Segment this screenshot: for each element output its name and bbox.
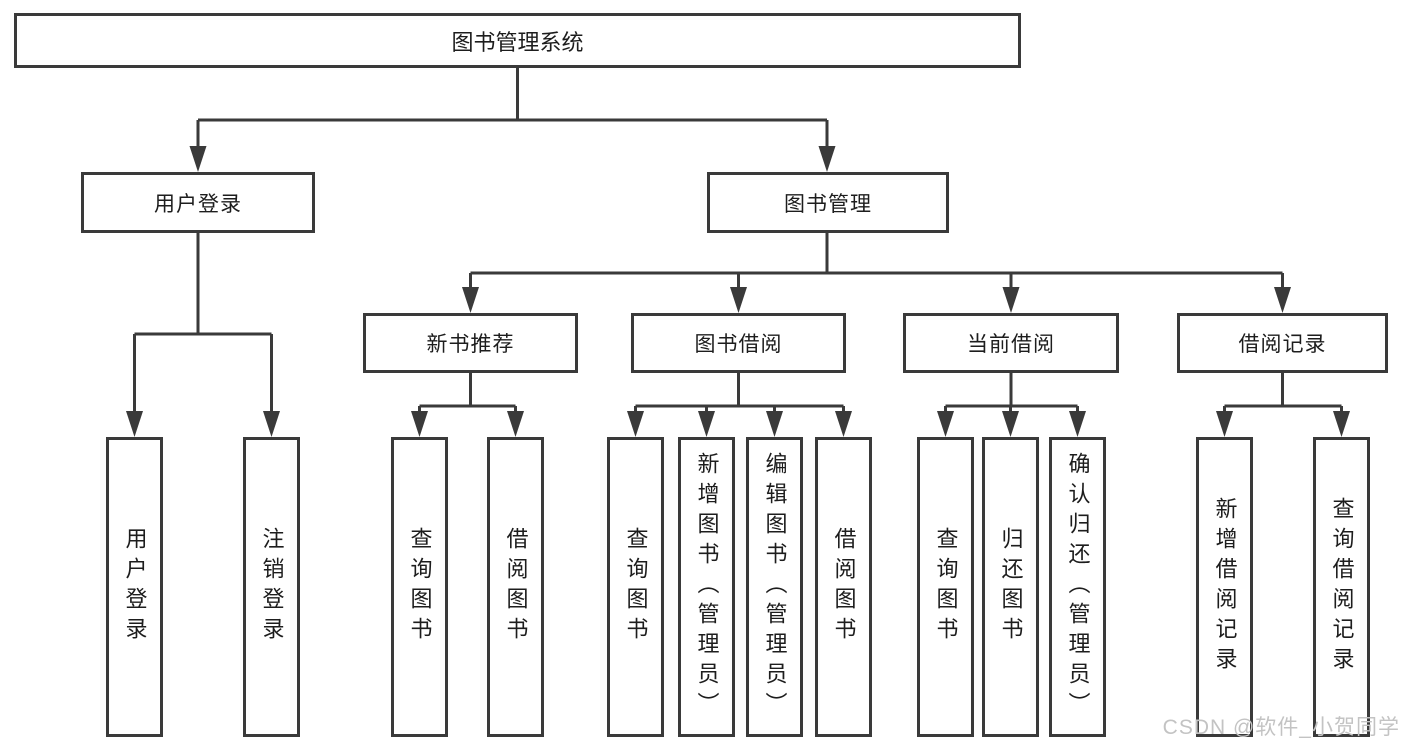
- leaf-borrow-books-recommend: 借阅图书: [487, 437, 544, 737]
- leaf-search-books-current: 查询图书: [917, 437, 974, 737]
- node-label: 借阅图书: [503, 527, 529, 647]
- leaf-borrow-books-borrowing: 借阅图书: [815, 437, 872, 737]
- node-label: 确认归还（管理员）: [1065, 452, 1091, 722]
- arrow-down-icon: [1069, 411, 1086, 437]
- leaf-user-login: 用户登录: [106, 437, 163, 737]
- node-label: 借阅图书: [831, 527, 857, 647]
- arrow-down-icon: [937, 411, 954, 437]
- node-label: 用户登录: [154, 192, 242, 216]
- arrow-down-icon: [411, 411, 428, 437]
- node-library-management-system: 图书管理系统: [14, 13, 1021, 68]
- node-label: 图书借阅: [694, 333, 783, 356]
- node-label: 图书管理系统: [451, 29, 584, 55]
- node-new-book-recommend: 新书推荐: [363, 313, 578, 373]
- arrow-down-icon: [818, 146, 836, 172]
- arrow-down-icon: [627, 411, 644, 437]
- arrow-down-icon: [730, 287, 747, 313]
- arrow-down-icon: [1002, 411, 1019, 437]
- leaf-confirm-return-admin: 确认归还（管理员）: [1049, 437, 1106, 737]
- node-label: 查询图书: [623, 527, 649, 647]
- leaf-search-books-borrowing: 查询图书: [607, 437, 664, 737]
- node-borrowing-records: 借阅记录: [1177, 313, 1388, 373]
- node-label: 注销登录: [259, 527, 285, 647]
- node-label: 新增图书（管理员）: [694, 452, 720, 722]
- leaf-search-books-recommend: 查询图书: [391, 437, 448, 737]
- arrow-down-icon: [766, 411, 783, 437]
- arrow-down-icon: [189, 146, 207, 172]
- arrowhead-icons: [126, 146, 1350, 437]
- arrow-down-icon: [263, 411, 280, 437]
- csdn-watermark: CSDN @软件_小贺同学: [1162, 716, 1400, 739]
- leaf-search-borrow-record: 查询借阅记录: [1313, 437, 1370, 737]
- node-book-borrowing: 图书借阅: [631, 313, 846, 373]
- arrow-down-icon: [1216, 411, 1233, 437]
- arrow-down-icon: [1333, 411, 1350, 437]
- node-label: 查询借阅记录: [1329, 497, 1355, 677]
- leaf-return-books: 归还图书: [982, 437, 1039, 737]
- node-label: 归还图书: [998, 527, 1024, 647]
- arrow-down-icon: [1274, 287, 1291, 313]
- node-label: 编辑图书（管理员）: [762, 452, 788, 722]
- node-label: 图书管理: [784, 192, 872, 216]
- node-user-login: 用户登录: [81, 172, 315, 233]
- arrow-down-icon: [126, 411, 143, 437]
- node-label: 查询图书: [933, 527, 959, 647]
- arrow-down-icon: [1002, 287, 1020, 313]
- arrow-down-icon: [835, 411, 852, 437]
- arrow-down-icon: [507, 411, 524, 437]
- leaf-add-borrow-record: 新增借阅记录: [1196, 437, 1253, 737]
- node-label: 新书推荐: [426, 333, 515, 356]
- node-label: 新增借阅记录: [1212, 497, 1238, 677]
- arrow-down-icon: [698, 411, 715, 437]
- arrow-down-icon: [462, 287, 479, 313]
- node-book-management: 图书管理: [707, 172, 949, 233]
- node-label: 当前借阅: [967, 333, 1055, 356]
- node-label: 用户登录: [122, 527, 148, 647]
- node-label: 借阅记录: [1238, 333, 1327, 356]
- leaf-edit-book-admin: 编辑图书（管理员）: [746, 437, 803, 737]
- leaf-add-book-admin: 新增图书（管理员）: [678, 437, 735, 737]
- node-label: 查询图书: [407, 527, 433, 647]
- leaf-logout: 注销登录: [243, 437, 300, 737]
- node-current-borrowing: 当前借阅: [903, 313, 1119, 373]
